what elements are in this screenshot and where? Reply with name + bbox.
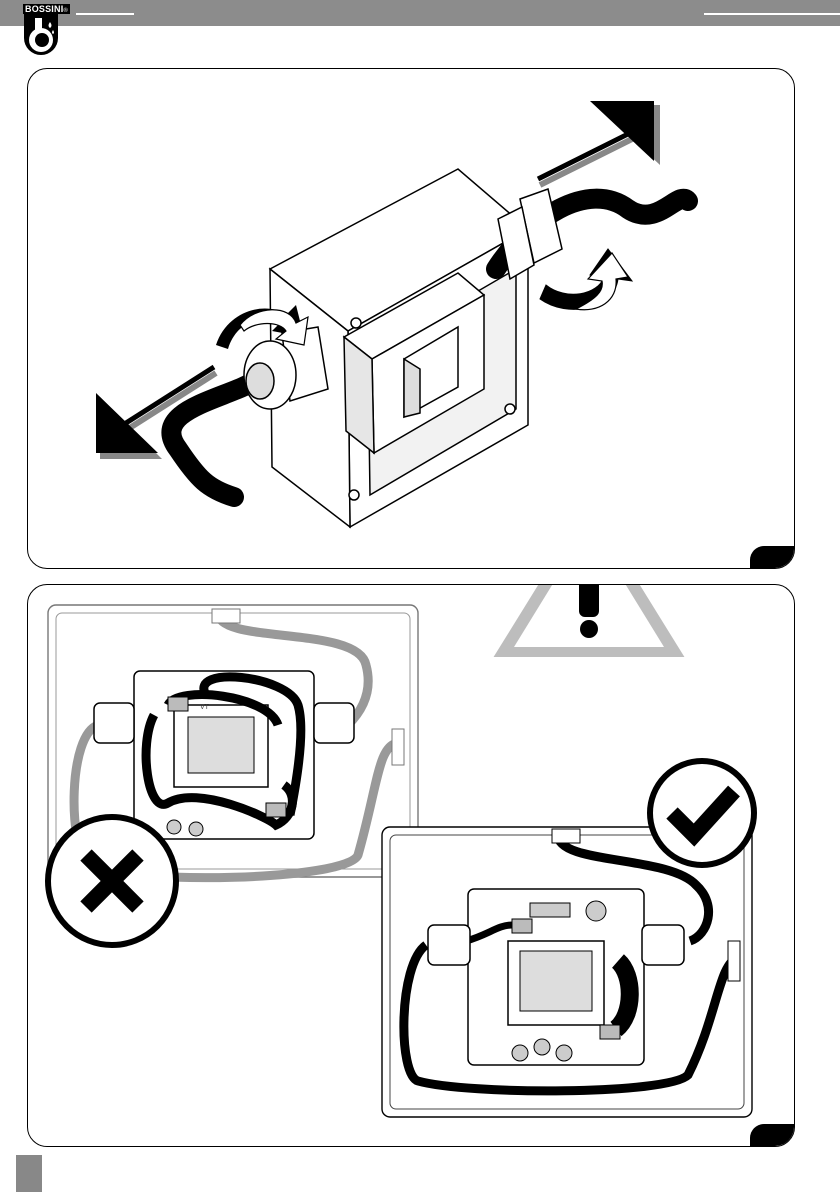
warning-triangle-icon	[490, 585, 688, 659]
junction-box-assembly-diagram	[28, 69, 794, 568]
svg-text:VT: VT	[200, 704, 210, 711]
bottom-illustration-panel: VT	[27, 584, 795, 1147]
correct-wiring-box	[382, 827, 752, 1117]
rotate-arrow-right-icon	[540, 249, 632, 310]
top-illustration-panel	[27, 68, 795, 569]
header-line-right	[704, 13, 840, 15]
wiring-comparison-diagram: VT	[28, 585, 794, 1146]
header-line-left	[76, 13, 134, 15]
brand-name: BOSSINI®	[23, 4, 70, 14]
panel-tab-top	[750, 546, 794, 568]
cable-gland-right	[496, 189, 688, 279]
page-tab-marker	[16, 1155, 42, 1192]
direction-arrow-out-right-icon	[538, 101, 660, 185]
cross-icon	[48, 817, 176, 945]
panel-tab-bottom	[750, 1124, 794, 1146]
check-icon	[650, 761, 754, 865]
header-bar	[0, 0, 840, 26]
